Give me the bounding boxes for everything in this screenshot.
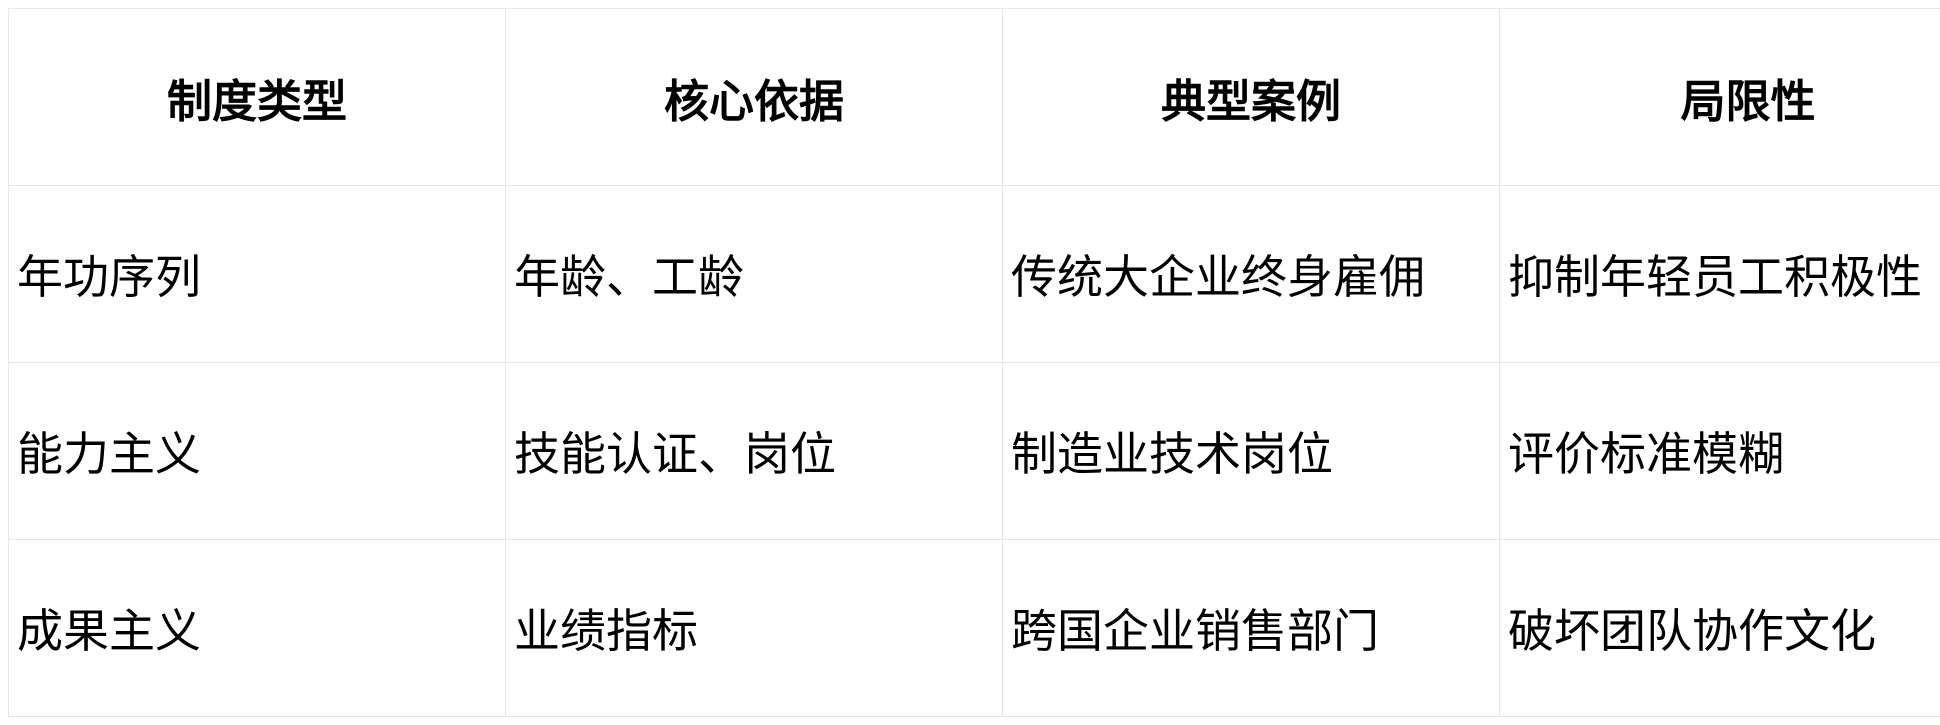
table-cell: 业绩指标 (505, 539, 1003, 717)
table-cell: 评价标准模糊 (1499, 362, 1940, 540)
table-row: 成果主义 业绩指标 跨国企业销售部门 破坏团队协作文化 (8, 539, 1940, 717)
header-cell: 局限性 (1499, 8, 1940, 186)
table-cell: 跨国企业销售部门 (1002, 539, 1500, 717)
table-row: 年功序列 年龄、工龄 传统大企业终身雇佣 抑制年轻员工积极性 (8, 185, 1940, 363)
table-cell: 能力主义 (8, 362, 506, 540)
table-cell: 破坏团队协作文化 (1499, 539, 1940, 717)
comparison-table: 制度类型 核心依据 典型案例 局限性 年功序列 年龄、工龄 传统大企业终身雇佣 … (8, 8, 1940, 717)
table-cell: 年功序列 (8, 185, 506, 363)
table-row: 能力主义 技能认证、岗位 制造业技术岗位 评价标准模糊 (8, 362, 1940, 540)
header-row: 制度类型 核心依据 典型案例 局限性 (8, 8, 1940, 186)
table-cell: 制造业技术岗位 (1002, 362, 1500, 540)
header-cell: 核心依据 (505, 8, 1003, 186)
table-cell: 抑制年轻员工积极性 (1499, 185, 1940, 363)
header-cell: 制度类型 (8, 8, 506, 186)
table-cell: 传统大企业终身雇佣 (1002, 185, 1500, 363)
table-cell: 成果主义 (8, 539, 506, 717)
table-cell: 技能认证、岗位 (505, 362, 1003, 540)
header-cell: 典型案例 (1002, 8, 1500, 186)
table-cell: 年龄、工龄 (505, 185, 1003, 363)
